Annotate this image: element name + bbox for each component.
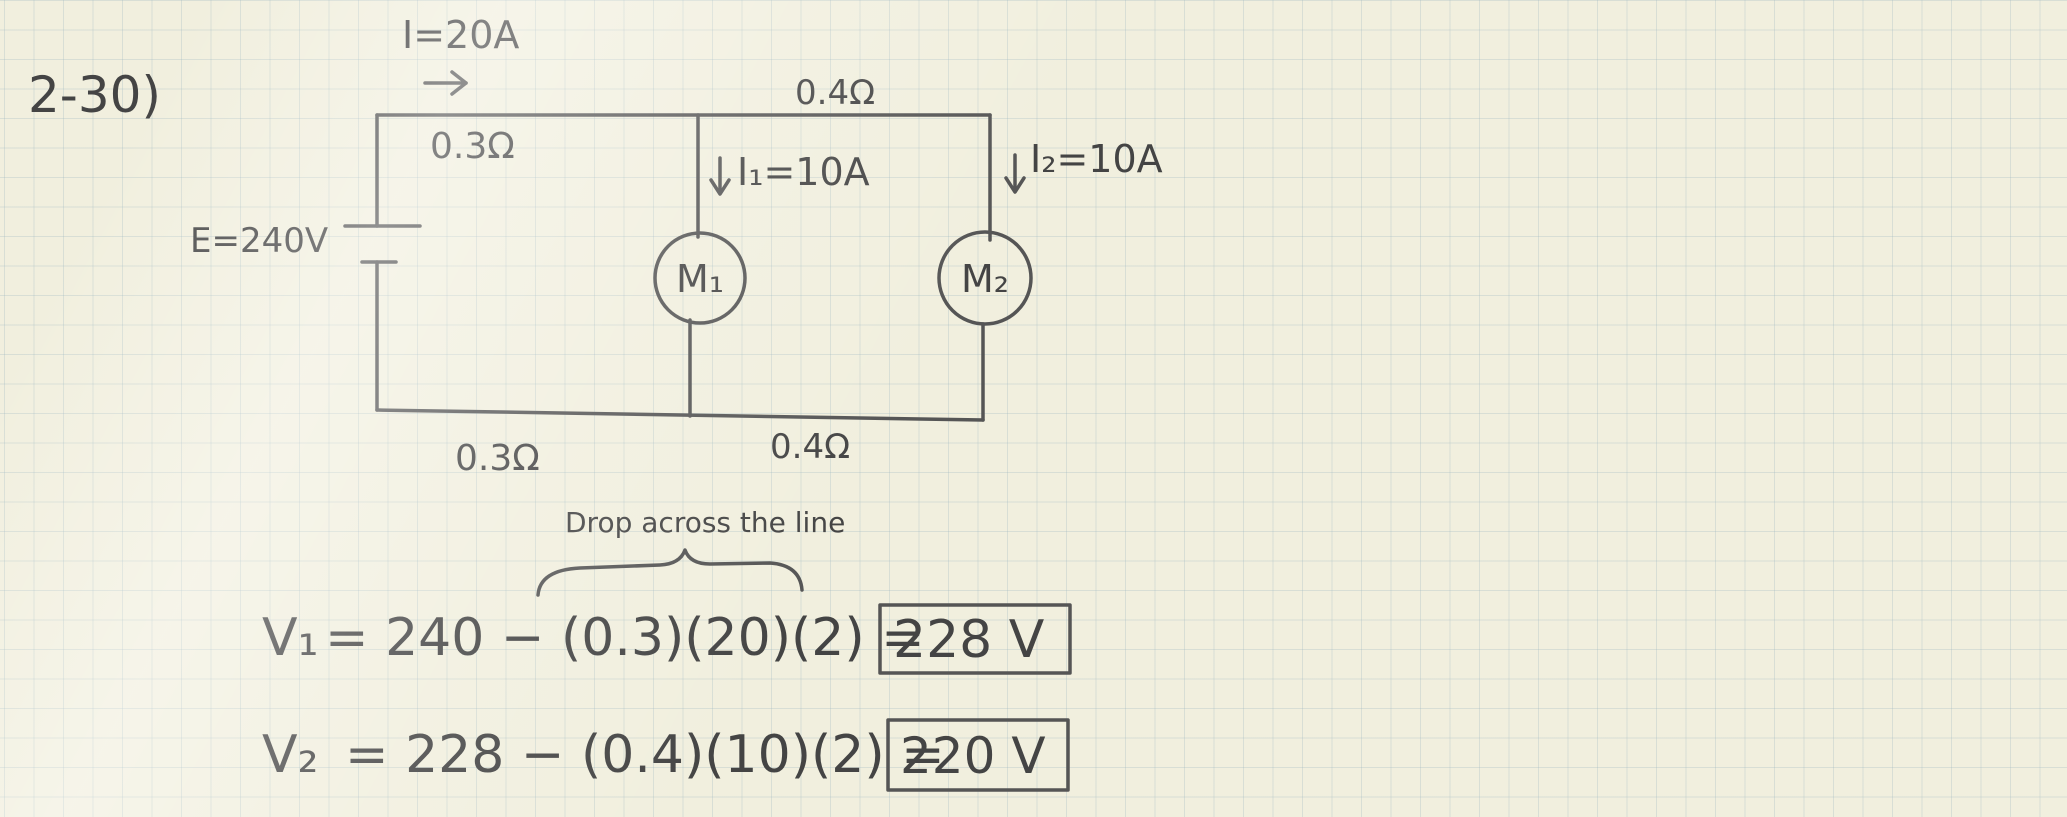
equation-v1-result: 228 V	[893, 610, 1045, 670]
resistance-top-right: 0.4Ω	[795, 73, 875, 113]
equation-v1-result-box	[878, 603, 1072, 675]
problem-number: 2-30)	[28, 66, 161, 124]
motor-m1-circle-icon	[653, 231, 747, 325]
curly-brace-icon	[536, 548, 804, 597]
equation-v2-lhs: V₂	[262, 725, 318, 785]
total-current-label: I=20A	[402, 13, 519, 57]
source-voltage-label: E=240V	[190, 221, 328, 261]
line-drop-annotation: Drop across the line	[565, 506, 845, 539]
branch-current-i2-label: I₂=10A	[1030, 137, 1163, 181]
equation-v1: V₁ = 240 − (0.3)(20)(2) = 228 V	[262, 603, 1072, 675]
resistance-bottom-right: 0.4Ω	[770, 427, 850, 467]
motor-m1-label: M₁	[676, 257, 724, 301]
resistance-bottom-left: 0.3Ω	[455, 438, 540, 479]
equation-v2-expr: = 228 − (0.4)(10)(2) =	[345, 725, 945, 785]
equation-v1-expr: = 240 − (0.3)(20)(2) =	[325, 608, 925, 668]
equation-v2-result-box	[886, 718, 1070, 792]
circuit-wires	[375, 113, 992, 422]
motor-m2-circle-icon	[937, 230, 1033, 326]
motor-m1: M₁	[653, 231, 747, 325]
equation-v2-result: 220 V	[900, 727, 1046, 785]
branch-current-arrow-icon	[709, 153, 1026, 196]
battery-icon	[343, 224, 422, 264]
branch-current-i1-label: I₁=10A	[737, 150, 870, 194]
motor-m2: M₂	[937, 230, 1033, 326]
resistance-top-left: 0.3Ω	[430, 126, 515, 167]
equation-v1-lhs: V₁	[262, 608, 318, 668]
equation-v2: V₂ = 228 − (0.4)(10)(2) = 220 V	[262, 718, 1070, 792]
motor-m2-label: M₂	[961, 257, 1009, 301]
current-arrow-icon	[423, 70, 468, 96]
